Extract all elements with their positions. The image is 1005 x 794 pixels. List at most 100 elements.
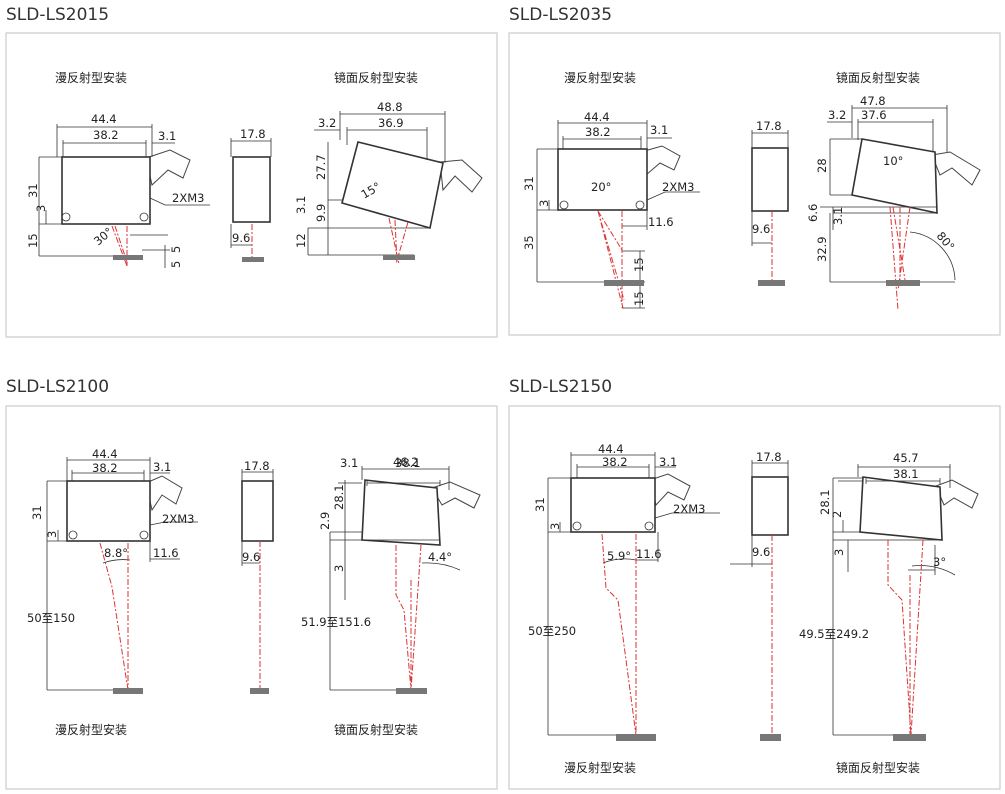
dim-offset: 3.1: [158, 129, 176, 143]
dim-height: 28.1: [818, 489, 832, 515]
sensor-body: [859, 476, 943, 541]
dimension-lines: [751, 130, 789, 246]
mirror-view: 45.7 38.1 28.1 2 3 3° 49.5至249.2: [799, 451, 979, 741]
dim-drop: 3.1: [831, 207, 845, 225]
mount-hole: [68, 530, 78, 540]
dim-below: 12: [294, 233, 308, 248]
dim-beam-offset: 11.6: [153, 546, 179, 560]
mount-hole: [559, 200, 569, 210]
mirror-view: 47.8 3.2 37.6 28 6.6 3.1 32.9 10° 80°: [806, 94, 981, 311]
dim-inner-width: 38.1: [395, 456, 421, 470]
laser-beam: [395, 544, 422, 691]
dim-side-width: 17.8: [244, 459, 270, 473]
dim-side-center: 9.6: [242, 550, 260, 564]
dim-offset: 3.2: [318, 116, 336, 130]
diffuse-mount-label: 漫反射型安装: [564, 760, 636, 775]
side-view: 17.8 9.6: [730, 450, 789, 741]
beam-angle: 5.9°: [607, 549, 631, 563]
dim-offset: 3.1: [153, 460, 171, 474]
dim-height: 31: [533, 497, 547, 512]
dim-inner-width: 38.1: [893, 467, 919, 481]
diffuse-mount-label: 漫反射型安装: [564, 70, 636, 85]
dim-inner-width: 37.6: [861, 108, 887, 122]
dim-total-width: 48.8: [377, 100, 403, 114]
mirror-view: 48.8 3.2 36.9 27.7 9.9 3.1 12 15°: [294, 100, 483, 265]
dim-side-center: 9.6: [232, 231, 250, 245]
dim-offset: 3.1: [340, 456, 358, 470]
screw-spec: 2XM3: [162, 512, 194, 526]
dim-height: 27.7: [314, 154, 328, 180]
side-view: 17.8 9.6: [241, 459, 274, 694]
sensor-body: [557, 148, 648, 211]
dim-inner-width: 38.2: [585, 125, 611, 139]
panel-frame: [508, 405, 1001, 790]
dim-hole: 2.9: [318, 512, 332, 530]
dim-hole: 2: [830, 511, 844, 518]
dim-hole: 3: [537, 200, 551, 207]
target-surface: [758, 280, 785, 286]
dim-range: 50至250: [528, 624, 576, 638]
dim-range: 51.9至151.6: [301, 615, 371, 629]
beam-angle: 20°: [591, 180, 611, 194]
dim-inner-width: 38.2: [92, 461, 118, 475]
dim-below: 35: [522, 235, 536, 250]
dim-range-b: 15: [632, 291, 646, 306]
mount-hole: [139, 530, 149, 540]
screw-spec: 2XM3: [662, 180, 694, 194]
mirror-mount-label: 镜面反射型安装: [836, 760, 920, 775]
dim-offset: 3.1: [650, 123, 668, 137]
dim-range-b: 5: [169, 261, 183, 268]
cable: [439, 159, 483, 193]
dim-hole: 3: [548, 523, 562, 530]
mirror-mount-label: 镜面反射型安装: [836, 70, 920, 85]
sensor-side: [751, 147, 789, 212]
panel-sld-ls2150: SLD-LS2150 44.4 38.2 3.1 31 3 2XM3 5.9° …: [508, 377, 1001, 790]
diffuse-view: 44.4 38.2 3.1 31 3 2XM3 5.9° 11.6 50至250: [528, 442, 720, 741]
dim-side-width: 17.8: [756, 119, 782, 133]
beam-angle: 4.4°: [428, 550, 452, 564]
dim-drop: 3: [332, 565, 346, 572]
dim-offset: 3.1: [659, 455, 677, 469]
cable: [935, 479, 979, 509]
dim-range: 49.5至249.2: [799, 627, 869, 641]
mount-hole: [644, 521, 654, 531]
angle-arc: [909, 231, 956, 281]
dim-total-width: 47.8: [860, 94, 886, 108]
diffuse-mount-label: 漫反射型安装: [55, 70, 127, 85]
sensor-body: [361, 479, 441, 546]
dimension-lines: [307, 111, 446, 256]
mount-hole: [572, 521, 582, 531]
dimension-lines: [730, 460, 789, 567]
dim-below: 32.9: [815, 236, 829, 262]
sensor-side: [751, 476, 789, 536]
dim-total-width: 44.4: [91, 112, 117, 126]
laser-beam: [887, 539, 924, 736]
dim-inner-width: 36.9: [378, 116, 404, 130]
screw-spec: 2XM3: [673, 502, 705, 516]
dim-height: 28: [815, 158, 829, 173]
cable: [431, 481, 481, 509]
dim-inner-width: 38.2: [93, 128, 119, 142]
target-surface: [893, 734, 926, 741]
dim-side-width: 17.8: [240, 127, 266, 141]
dim-inner-width: 38.2: [602, 455, 628, 469]
laser-beam: [99, 542, 129, 691]
dim-height: 28.1: [332, 484, 346, 510]
dim-hole: 3: [45, 531, 59, 538]
target-surface: [113, 255, 143, 260]
cable: [931, 151, 981, 186]
dim-total-width: 45.7: [893, 451, 919, 465]
sensor-side: [241, 480, 274, 542]
dimension-lines: [230, 138, 272, 248]
dim-side-center: 9.6: [752, 222, 770, 236]
laser-beam: [597, 210, 625, 309]
beam-angle: 3°: [933, 555, 946, 569]
cable: [145, 149, 191, 186]
target-surface: [760, 734, 781, 741]
sensor-body: [66, 480, 151, 542]
dim-range-a: 5: [169, 246, 183, 253]
mirror-mount-label: 镜面反射型安装: [334, 722, 418, 737]
dim-total-width: 44.4: [584, 110, 610, 124]
target-surface: [396, 688, 427, 694]
target-surface: [886, 280, 920, 286]
